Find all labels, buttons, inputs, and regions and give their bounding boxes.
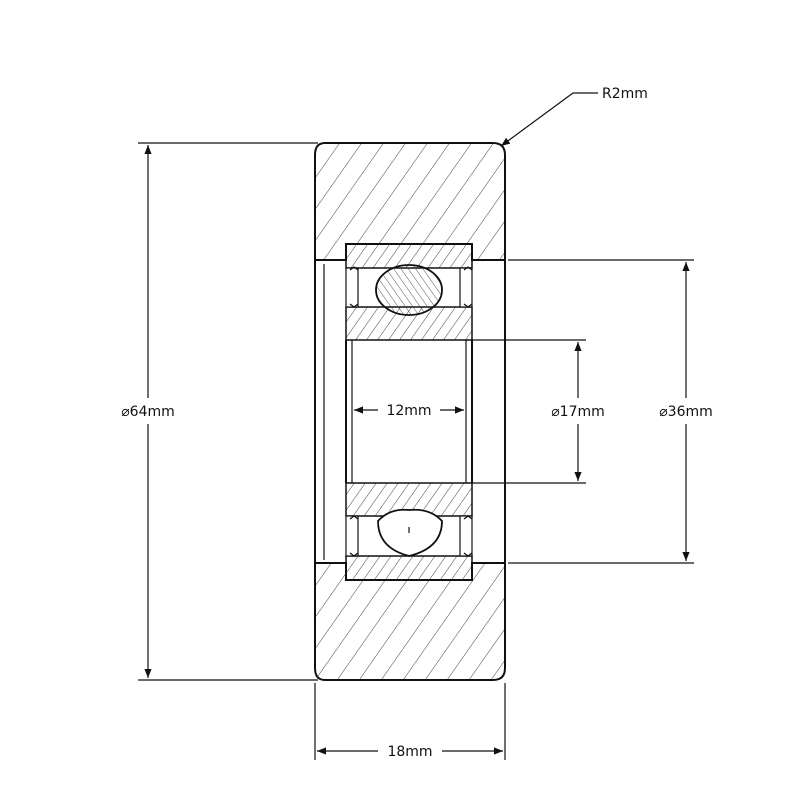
ball-top <box>375 264 443 316</box>
seal-left-bottom <box>345 515 359 557</box>
seal-right-bottom <box>459 515 473 557</box>
tire-body <box>314 142 506 681</box>
dimension-radius: R2mm <box>500 86 648 147</box>
seal-right-top <box>459 267 473 308</box>
dimension-total-width: 18mm <box>314 683 506 760</box>
bearing <box>345 243 473 581</box>
radius-label: R2mm <box>602 86 648 102</box>
seal-left-top <box>345 267 359 308</box>
bearing-width-label: 12mm <box>386 403 431 419</box>
total-width-label: 18mm <box>387 744 432 760</box>
dimension-bearing-width: 12mm <box>354 403 464 419</box>
dimension-outer-diameter: ⌀64mm <box>121 142 318 681</box>
tire-top-section <box>314 142 506 261</box>
ball-bottom <box>377 508 443 557</box>
bore-diameter-label: ⌀17mm <box>551 404 605 420</box>
dimension-bore-diameter: ⌀17mm <box>472 339 605 484</box>
outer-ring-bottom <box>345 555 473 581</box>
tire-bottom-section <box>314 562 506 681</box>
outer-diameter-label: ⌀64mm <box>121 404 175 420</box>
dimension-bearing-outer-diameter: ⌀36mm <box>508 259 713 564</box>
bearing-outer-diameter-label: ⌀36mm <box>659 404 713 420</box>
